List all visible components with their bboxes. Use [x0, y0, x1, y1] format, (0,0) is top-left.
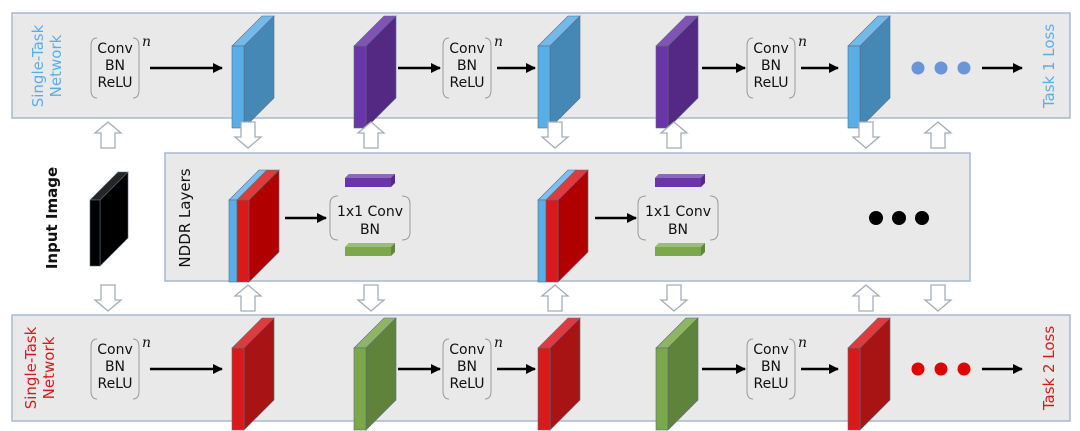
conv-block-line1: Conv [449, 41, 485, 57]
conv-block-line3: ReLU [97, 376, 132, 392]
nddr-to-bottom-arrow-3 [923, 284, 953, 312]
input-image-tensor [89, 171, 129, 267]
ellipsis-dot [869, 211, 883, 225]
nddr-concat-2 [537, 169, 589, 283]
top-nddr-output-2 [655, 15, 699, 129]
bottom-nddr-output-2 [655, 317, 699, 431]
nddr-to-top-arrow-1 [356, 121, 386, 149]
top-ellipsis [911, 61, 971, 75]
conv-block-line2: BN [761, 359, 781, 375]
svg-text:Single-Task: Single-Task [22, 326, 40, 409]
conv-block-line3: ReLU [753, 376, 788, 392]
ellipsis-dot [957, 61, 971, 75]
repeat-superscript: n [798, 335, 807, 351]
nddr-layers-label: NDDR Layers [176, 168, 194, 267]
input-to-bottom-arrow [93, 284, 123, 312]
conv-block-line2: BN [457, 359, 477, 375]
top-feature-map-2 [537, 15, 581, 129]
conv-block-line3: ReLU [449, 376, 484, 392]
bottom-feature-map-2 [537, 317, 581, 431]
repeat-superscript: n [142, 335, 151, 351]
conv-block-line3: ReLU [97, 75, 132, 91]
svg-text:Network: Network [40, 336, 58, 399]
ellipsis-dot [911, 61, 925, 75]
conv-block-line2: BN [457, 58, 477, 74]
nddr-block-line1: 1x1 Conv [337, 204, 403, 220]
top-network-label: Single-Task Network [29, 24, 65, 107]
bottom-feature-map-3 [847, 317, 891, 431]
bottom-to-nddr-arrow-1 [233, 284, 263, 312]
nddr-concat-1 [228, 169, 280, 283]
conv-block-line1: Conv [753, 342, 789, 358]
svg-text:Network: Network [47, 34, 65, 97]
top-to-nddr-arrow-3 [851, 121, 881, 149]
conv-block-line1: Conv [97, 342, 133, 358]
nddr-to-bottom-arrow-2 [659, 284, 689, 312]
bottom-network-label: Single-Task Network [22, 326, 58, 409]
nddr-to-top-arrow-3 [923, 121, 953, 149]
repeat-superscript: n [494, 335, 503, 351]
nddr-ellipsis [869, 211, 929, 225]
ellipsis-dot [892, 211, 906, 225]
nddr-to-bottom-arrow-1 [356, 284, 386, 312]
conv-block-line1: Conv [97, 41, 133, 57]
input-image-label: Input Image [43, 167, 61, 269]
nddr-to-top-arrow-2 [659, 121, 689, 149]
conv-block-line3: ReLU [753, 75, 788, 91]
nddr-purple-output-1 [345, 174, 395, 187]
bottom-feature-map-1 [231, 317, 275, 431]
nddr-block-line2: BN [360, 222, 380, 238]
repeat-superscript: n [494, 34, 503, 50]
conv-block-line1: Conv [449, 342, 485, 358]
bottom-ellipsis [911, 362, 971, 376]
nddr-block-line1: 1x1 Conv [645, 204, 711, 220]
ellipsis-dot [934, 61, 948, 75]
nddr-green-output-2 [655, 243, 705, 256]
nddr-purple-output-2 [655, 174, 705, 187]
ellipsis-dot [915, 211, 929, 225]
ellipsis-dot [934, 362, 948, 376]
task1-loss-label: Task 1 Loss [1040, 24, 1058, 110]
bottom-to-nddr-arrow-2 [540, 284, 570, 312]
task2-loss-label: Task 2 Loss [1040, 326, 1058, 412]
top-to-nddr-arrow-1 [233, 121, 263, 149]
conv-block-line3: ReLU [449, 75, 484, 91]
bottom-to-nddr-arrow-3 [851, 284, 881, 312]
conv-block-line2: BN [105, 58, 125, 74]
nddr-green-output-1 [345, 243, 395, 256]
ellipsis-dot [911, 362, 925, 376]
input-to-top-arrow [93, 121, 123, 149]
conv-block-line2: BN [105, 359, 125, 375]
repeat-superscript: n [798, 34, 807, 50]
top-to-nddr-arrow-2 [540, 121, 570, 149]
ellipsis-dot [957, 362, 971, 376]
nddr-block-line2: BN [668, 222, 688, 238]
conv-block-line1: Conv [753, 41, 789, 57]
top-feature-map-3 [847, 15, 891, 129]
top-nddr-output-1 [353, 15, 397, 129]
top-feature-map-1 [231, 15, 275, 129]
bottom-nddr-output-1 [353, 317, 397, 431]
svg-text:Single-Task: Single-Task [29, 24, 47, 107]
repeat-superscript: n [142, 34, 151, 50]
conv-block-line2: BN [761, 58, 781, 74]
